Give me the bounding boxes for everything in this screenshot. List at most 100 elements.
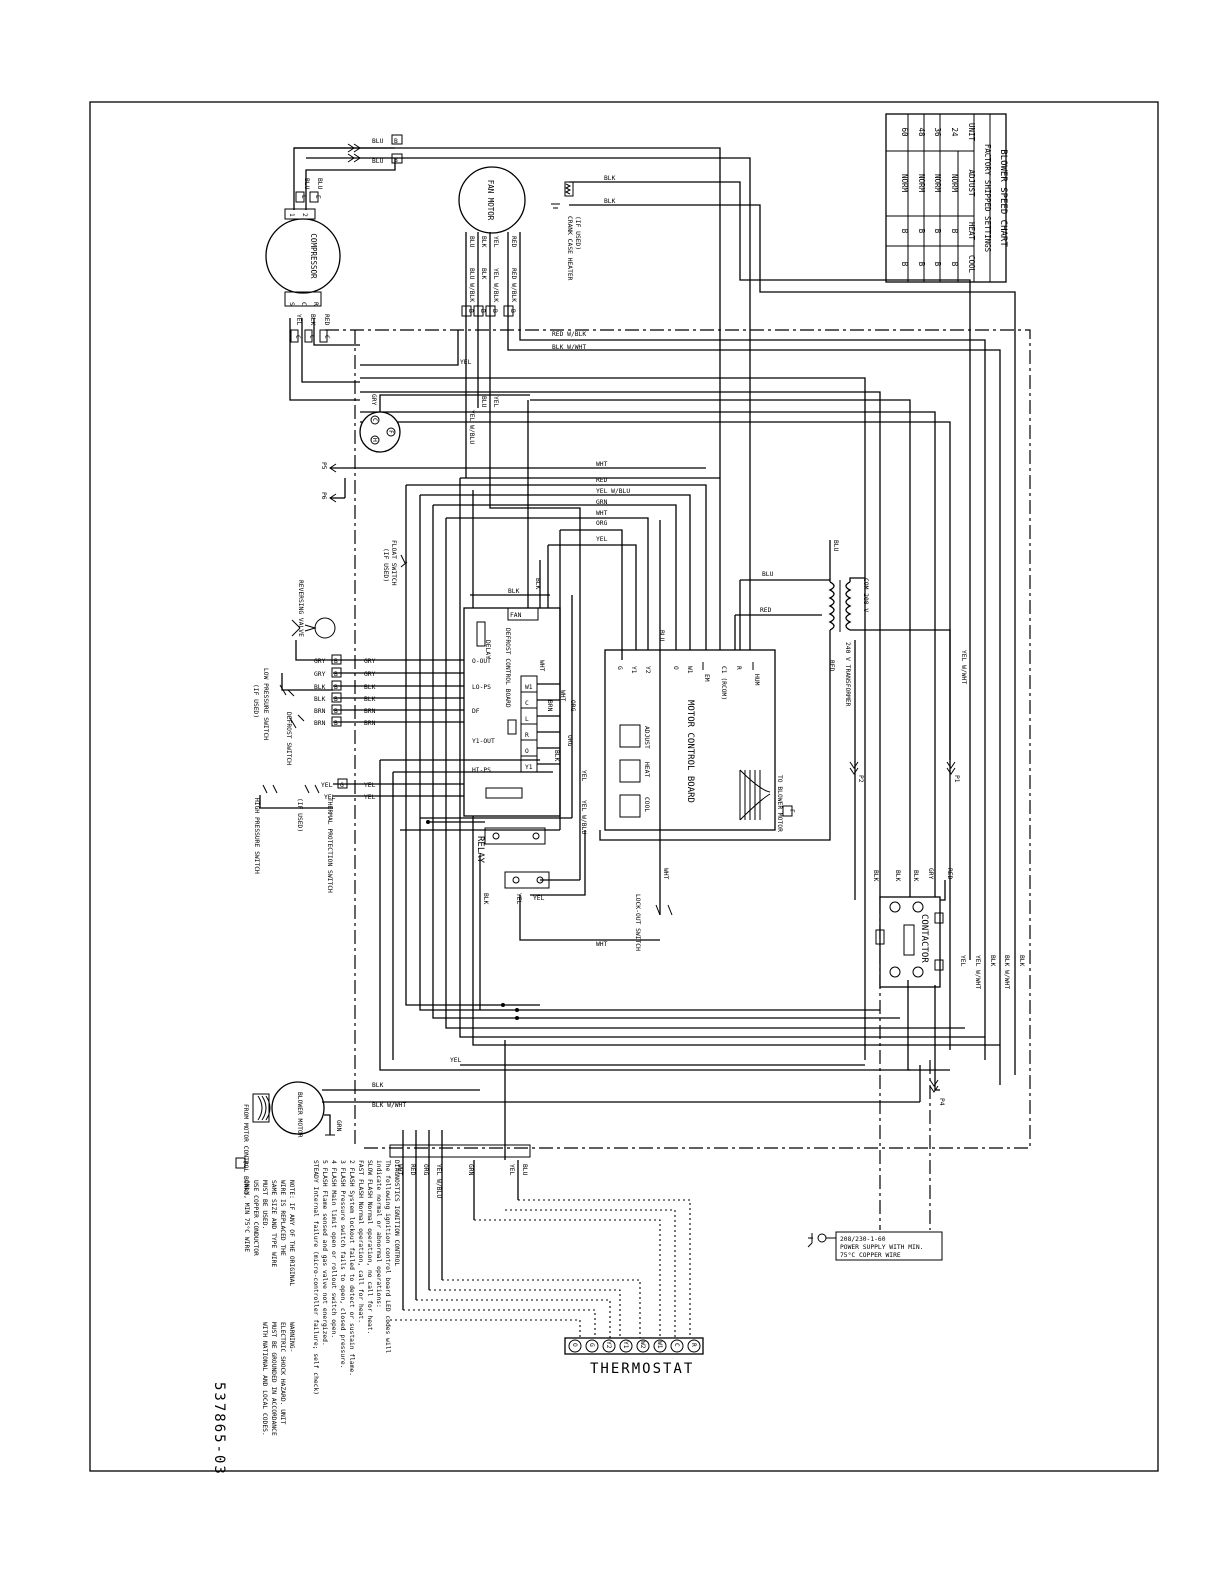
svg-text:BLK: BLK (894, 870, 901, 882)
svg-text:ADJUST: ADJUST (643, 726, 650, 749)
svg-text:ONLY, MIN 75°C WIRE: ONLY, MIN 75°C WIRE (243, 1180, 251, 1252)
svg-text:GRY: GRY (314, 671, 326, 678)
svg-text:BLK: BLK (553, 750, 560, 762)
top-blu-wires: BLU B BLU B (294, 134, 751, 610)
fan-capacitor: C F H GRY (359, 394, 530, 453)
svg-text:STEADY Internal failure (micr: STEADY Internal failure (micro-controlle… (312, 1160, 319, 1395)
svg-text:B: B (334, 720, 338, 727)
svg-text:BLU: BLU (521, 1164, 528, 1176)
svg-text:C1 (RCOM): C1 (RCOM) (720, 666, 727, 700)
svg-text:P6: P6 (320, 492, 327, 500)
svg-text:O: O (571, 1343, 578, 1347)
svg-text:Y2: Y2 (605, 1341, 612, 1349)
svg-text:G: G (616, 666, 623, 670)
chart-subtitle: FACTORY SHIPPED SETTINGS (983, 144, 992, 253)
svg-text:FAST FLASH Normal operation,: FAST FLASH Normal operation, call for he… (357, 1160, 364, 1323)
svg-text:BLOWER MOTOR: BLOWER MOTOR (296, 1092, 303, 1138)
svg-text:BLK: BLK (372, 1082, 384, 1089)
svg-text:208/230-1-60: 208/230-1-60 (840, 1236, 886, 1243)
chart-header-cool: COOL (967, 255, 976, 274)
svg-text:RED: RED (760, 607, 772, 614)
svg-text:YEL W/WHT: YEL W/WHT (974, 955, 981, 989)
blower-motor: BLOWER MOTOR BLK BLK W/WHT GRN FROM MOTO… (235, 1057, 921, 1195)
float-switch: FLOAT SWITCH (IF USED) (382, 540, 408, 586)
svg-text:WITH NATIONAL AND LOCAL CODES.: WITH NATIONAL AND LOCAL CODES. (261, 1322, 268, 1436)
svg-text:RED W/BLK: RED W/BLK (510, 268, 517, 302)
defrost-switch: DEFROST SWITCH (285, 712, 305, 765)
svg-text:R: R (690, 1343, 697, 1347)
svg-text:YEL: YEL (321, 782, 333, 789)
svg-text:YEL: YEL (364, 782, 376, 789)
svg-text:GRN: GRN (335, 1120, 342, 1132)
svg-text:Y2: Y2 (644, 666, 651, 674)
chart-cell: B (933, 262, 942, 267)
svg-text:BLU: BLU (480, 396, 487, 408)
svg-text:G: G (588, 1343, 595, 1347)
svg-text:DELAY: DELAY (484, 640, 491, 659)
left-harness: GRY GRY BLK BLK BRN BRN YEL YEL B B B B … (314, 654, 470, 801)
svg-text:240 V TRANSFORMER: 240 V TRANSFORMER (844, 642, 851, 707)
svg-text:R: R (735, 666, 742, 670)
svg-text:SAME SIZE AND TYPE WIRE: SAME SIZE AND TYPE WIRE (270, 1180, 277, 1267)
svg-text:(IF USED): (IF USED) (296, 798, 303, 832)
svg-text:BLK: BLK (364, 684, 376, 691)
svg-text:HEAT: HEAT (643, 762, 650, 777)
compressor-label: COMPRESSOR (309, 233, 318, 279)
svg-text:YEL W/BLU: YEL W/BLU (468, 410, 475, 444)
chart-cell: B (917, 229, 926, 234)
svg-text:WARNING-: WARNING- (288, 1322, 295, 1352)
svg-text:ORG: ORG (566, 735, 573, 747)
svg-text:CRANK CASE HEATER: CRANK CASE HEATER (566, 216, 573, 281)
svg-text:BLK: BLK (1018, 955, 1025, 967)
svg-text:The following ignition control: The following ignition control board LED… (384, 1160, 391, 1354)
compressor-terminal-c: C (300, 302, 307, 306)
svg-text:indicate normal or abnormal op: indicate normal or abnormal operations: (375, 1160, 382, 1308)
chart-cell: B (917, 262, 926, 267)
svg-text:MUST BE USED.: MUST BE USED. (261, 1180, 268, 1229)
fan-motor: FAN MOTOR BLU BLK YEL RED BLU W/BLK BLK … (458, 166, 526, 478)
chart-cell: 24 (950, 127, 959, 137)
svg-text:WHT: WHT (559, 690, 566, 702)
svg-text:RED: RED (946, 868, 953, 880)
svg-text:O: O (525, 748, 529, 755)
chart-cell: B (933, 229, 942, 234)
svg-text:RED W/BLK: RED W/BLK (552, 331, 586, 338)
svg-text:GRY: GRY (370, 394, 377, 406)
defrost-control-board: FAN DELAY DEFROST CONTROL BOARD O-OUT LO… (380, 530, 587, 1060)
svg-text:BLK: BLK (480, 268, 487, 280)
svg-text:GRY: GRY (364, 671, 376, 678)
svg-text:COOL: COOL (643, 797, 650, 812)
svg-text:RED: RED (409, 1164, 416, 1176)
high-pressure-switch: HIGH PRESSURE SWITCH (253, 784, 333, 874)
svg-text:COM 208 V: COM 208 V (862, 578, 869, 612)
warning-block: WARNING- ELECTRIC SHOCK HAZARD. UNIT MUS… (261, 1322, 295, 1436)
svg-text:2 FLASH System lockout faile: 2 FLASH System lockout failed to detect … (348, 1160, 355, 1376)
svg-text:W1: W1 (686, 666, 693, 674)
motor-control-board-label: MOTOR CONTROL BOARD (685, 700, 695, 803)
chart-title: BLOWER SPEED CHART (998, 149, 1008, 247)
svg-text:ELECTRIC SHOCK HAZARD. UNIT: ELECTRIC SHOCK HAZARD. UNIT (279, 1322, 286, 1425)
svg-text:BLK: BLK (604, 198, 616, 205)
svg-text:ORG: ORG (422, 1164, 429, 1176)
svg-text:BLK: BLK (314, 696, 326, 703)
compressor: COMPRESSOR S C R 1 2 YEL BLK RED C C C B… (265, 147, 396, 401)
svg-text:(IF USED): (IF USED) (574, 216, 581, 250)
svg-text:CONTACTOR: CONTACTOR (919, 914, 929, 963)
chart-cell: 60 (900, 127, 909, 137)
svg-text:P4: P4 (938, 1098, 945, 1106)
svg-text:B: B (334, 684, 338, 691)
relay: RELAY BLK YEL YEL (426, 820, 660, 1020)
svg-text:R: R (525, 732, 529, 739)
chart-cell: 48 (917, 127, 926, 137)
svg-text:E: E (314, 195, 321, 199)
svg-text:C: C (371, 418, 378, 422)
svg-text:MUST BE GROUNDED IN ACCORDANCE: MUST BE GROUNDED IN ACCORDANCE (270, 1322, 277, 1436)
svg-text:F: F (387, 430, 394, 434)
svg-text:H: H (371, 438, 378, 442)
svg-text:YEL W/BLU: YEL W/BLU (596, 488, 630, 495)
svg-text:GRN: GRN (596, 499, 608, 506)
svg-text:Y1: Y1 (630, 666, 637, 674)
svg-text:W2: W2 (639, 1341, 646, 1349)
svg-text:GRY: GRY (364, 658, 376, 665)
wire-yel: YEL (295, 314, 302, 326)
